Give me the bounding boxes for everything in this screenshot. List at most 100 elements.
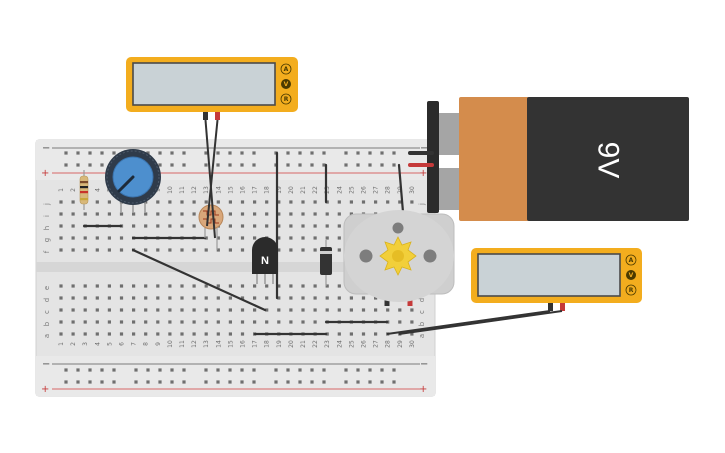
rail-hole[interactable] xyxy=(310,151,314,155)
hole-b29[interactable] xyxy=(398,320,402,324)
multimeter-2-probe-red[interactable] xyxy=(560,303,565,311)
hole-e19[interactable] xyxy=(277,284,281,288)
rail-hole[interactable] xyxy=(356,163,360,167)
hole-i8[interactable] xyxy=(144,212,148,216)
hole-d9[interactable] xyxy=(156,296,160,300)
hole-a1[interactable] xyxy=(59,332,63,336)
hole-j28[interactable] xyxy=(386,200,390,204)
rail-hole[interactable] xyxy=(380,368,384,372)
rail-hole[interactable] xyxy=(228,380,232,384)
hole-e9[interactable] xyxy=(156,284,160,288)
hole-b19[interactable] xyxy=(277,320,281,324)
hole-e4[interactable] xyxy=(95,284,99,288)
rail-hole[interactable] xyxy=(322,380,326,384)
multimeter-1-lead-black[interactable] xyxy=(204,119,216,239)
hole-h16[interactable] xyxy=(240,224,245,228)
hole-a25[interactable] xyxy=(349,332,353,336)
hole-c29[interactable] xyxy=(398,308,402,312)
hole-d22[interactable] xyxy=(313,296,317,300)
hole-c25[interactable] xyxy=(349,308,353,312)
hole-c6[interactable] xyxy=(119,308,124,312)
multimeter-1-lead-red[interactable] xyxy=(206,119,219,227)
hole-c21[interactable] xyxy=(301,308,305,312)
hole-c9[interactable] xyxy=(156,308,160,312)
rail-hole[interactable] xyxy=(356,368,360,372)
hole-d12[interactable] xyxy=(192,296,196,300)
hole-c26[interactable] xyxy=(361,308,366,312)
rail-hole[interactable] xyxy=(204,151,208,155)
hole-d7[interactable] xyxy=(132,296,136,300)
hole-h17[interactable] xyxy=(253,224,257,228)
rail-hole[interactable] xyxy=(146,368,150,372)
hole-b9[interactable] xyxy=(156,320,160,324)
rail-hole[interactable] xyxy=(368,163,372,167)
hole-j4[interactable] xyxy=(95,200,99,204)
rail-hole[interactable] xyxy=(112,380,116,384)
rail-hole[interactable] xyxy=(240,380,244,384)
multimeter-2-button-a[interactable] xyxy=(625,254,637,266)
hole-c14[interactable] xyxy=(216,308,220,312)
hole-h19[interactable] xyxy=(277,224,281,228)
rail-hole[interactable] xyxy=(286,380,290,384)
hole-d10[interactable] xyxy=(168,296,172,300)
hole-b6[interactable] xyxy=(119,320,124,324)
hole-i22[interactable] xyxy=(313,212,317,216)
rail-hole[interactable] xyxy=(274,368,278,372)
hole-b18[interactable] xyxy=(265,320,269,324)
hole-j9[interactable] xyxy=(156,200,160,204)
hole-g21[interactable] xyxy=(301,236,305,240)
hole-a3[interactable] xyxy=(83,332,87,336)
rail-hole[interactable] xyxy=(380,380,384,384)
hole-d26[interactable] xyxy=(361,296,366,300)
rail-hole[interactable] xyxy=(76,380,80,384)
hole-f15[interactable] xyxy=(228,248,232,252)
rail-hole[interactable] xyxy=(298,380,302,384)
hole-d17[interactable] xyxy=(253,296,257,300)
hole-a10[interactable] xyxy=(168,332,172,336)
rail-hole[interactable] xyxy=(228,368,232,372)
hole-b16[interactable] xyxy=(240,320,245,324)
hole-d4[interactable] xyxy=(95,296,99,300)
rail-hole[interactable] xyxy=(158,380,162,384)
hole-d20[interactable] xyxy=(289,296,293,300)
hole-a13[interactable] xyxy=(204,332,208,336)
multimeter-1[interactable]: A V R xyxy=(126,57,298,239)
rail-hole[interactable] xyxy=(76,368,80,372)
rail-hole[interactable] xyxy=(158,151,162,155)
hole-d6[interactable] xyxy=(119,296,124,300)
multimeter-2-lead-red[interactable] xyxy=(398,310,563,335)
hole-b15[interactable] xyxy=(228,320,232,324)
hole-a9[interactable] xyxy=(156,332,160,336)
multimeter-2-probe-black[interactable] xyxy=(548,303,553,311)
hole-d16[interactable] xyxy=(240,296,245,300)
rail-hole[interactable] xyxy=(158,368,162,372)
rail-hole[interactable] xyxy=(344,380,348,384)
hole-i5[interactable] xyxy=(107,212,111,216)
hole-f9[interactable] xyxy=(156,248,160,252)
hole-i21[interactable] xyxy=(301,212,305,216)
hole-c17[interactable] xyxy=(253,308,257,312)
hole-c22[interactable] xyxy=(313,308,317,312)
hole-e14[interactable] xyxy=(216,284,220,288)
hole-a2[interactable] xyxy=(71,332,75,336)
hole-c10[interactable] xyxy=(168,308,172,312)
hole-g17[interactable] xyxy=(253,236,257,240)
hole-e7[interactable] xyxy=(132,284,136,288)
hole-e1[interactable] xyxy=(59,284,63,288)
hole-c20[interactable] xyxy=(289,308,293,312)
hole-h15[interactable] xyxy=(228,224,232,228)
hole-g23[interactable] xyxy=(325,236,329,240)
dc-motor[interactable] xyxy=(343,210,455,306)
rail-hole[interactable] xyxy=(112,151,116,155)
rail-hole[interactable] xyxy=(88,151,92,155)
rail-hole[interactable] xyxy=(368,380,372,384)
rail-hole[interactable] xyxy=(392,151,396,155)
rail-hole[interactable] xyxy=(298,163,302,167)
hole-c13[interactable] xyxy=(204,308,208,312)
diode[interactable] xyxy=(320,240,332,286)
hole-f1[interactable] xyxy=(59,248,63,252)
hole-e17[interactable] xyxy=(253,284,257,288)
hole-c7[interactable] xyxy=(132,308,136,312)
rail-hole[interactable] xyxy=(322,163,326,167)
hole-a6[interactable] xyxy=(119,332,124,336)
